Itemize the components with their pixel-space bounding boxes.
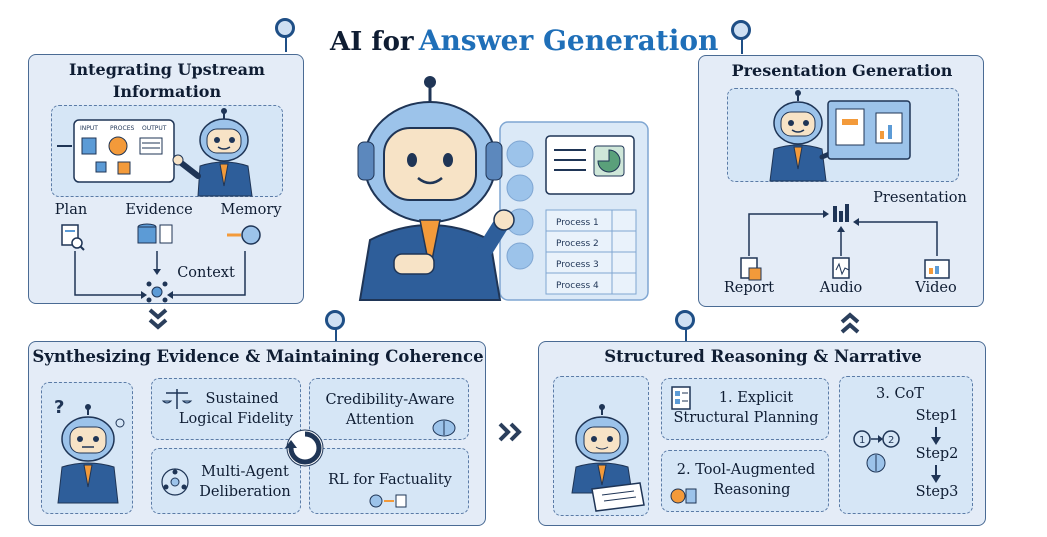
pin-stem <box>285 30 287 52</box>
cycle-icon <box>285 429 324 467</box>
presentation-illustration <box>727 88 959 182</box>
cell-tool-line1: 2. Tool-Augmented <box>676 462 816 478</box>
memory-icon <box>227 225 261 245</box>
title-highlight: Answer Generation <box>418 24 719 57</box>
chevron-up-icon <box>840 312 860 334</box>
input-memory: Memory <box>220 202 282 218</box>
thinking-robot-box: ? <box>41 382 133 514</box>
brain-icon <box>432 419 456 437</box>
process-3: Process 3 <box>556 260 599 270</box>
cot-diagram-left: 1 <box>859 435 865 446</box>
structured-panel: Structured Reasoning & Narrative 1. Expl… <box>538 341 986 526</box>
cot-step1: Step1 <box>915 408 959 424</box>
cell-logical-fidelity-line2: Logical Fidelity <box>178 411 294 427</box>
cell-credibility-line1: Credibility-Aware <box>325 392 455 408</box>
cell-multi-agent-line2: Deliberation <box>199 484 291 500</box>
process-2: Process 2 <box>556 239 599 249</box>
network-icon <box>161 468 189 496</box>
cell-credibility-attention: Credibility-Aware Attention <box>309 378 469 440</box>
cell-structural-line1: 1. Explicit <box>718 390 794 406</box>
thinking-robot-illustration: ? <box>54 397 125 504</box>
presentation-flow <box>740 204 950 281</box>
writing-robot-illustration <box>571 404 645 512</box>
pin-icon <box>731 20 751 40</box>
pin-stem <box>685 322 687 342</box>
input-plan: Plan <box>54 202 88 218</box>
illus-process: PROCES <box>110 125 134 132</box>
cell-logical-fidelity: Sustained Logical Fidelity <box>151 378 301 440</box>
title-prefix: AI for <box>330 27 414 57</box>
upstream-title-line2: Information <box>112 82 222 101</box>
robot-presenting-illustration <box>769 90 911 182</box>
source-report: Report <box>723 280 775 296</box>
center-robot-illustration: Process 1 Process 2 Process 3 Process 4 <box>357 76 649 301</box>
audio-icon <box>832 257 850 279</box>
cot-diagram-right: 2 <box>888 435 894 446</box>
illus-output: OUTPUT <box>142 125 167 132</box>
source-video: Video <box>915 280 957 296</box>
cot-flow: 1 2 <box>853 427 941 483</box>
tools-icon <box>670 488 697 504</box>
pin-icon <box>275 18 295 38</box>
cot-diagram-icon: 1 2 <box>853 430 900 473</box>
cell-multi-agent: Multi-Agent Deliberation <box>151 448 301 514</box>
presentation-panel: Presentation Generation Presentation <box>698 55 984 307</box>
synthesizing-title: Synthesizing Evidence & Maintaining Cohe… <box>32 347 484 366</box>
evidence-icon <box>137 223 173 244</box>
writing-robot-box <box>553 376 649 516</box>
presentation-title: Presentation Generation <box>731 61 953 80</box>
chevron-down-icon <box>148 308 168 330</box>
upstream-title-line1: Integrating Upstream <box>69 60 265 79</box>
dot-icon <box>506 242 534 270</box>
upstream-panel: Integrating Upstream Information INPUT P… <box>28 54 304 304</box>
process-4: Process 4 <box>556 281 599 291</box>
context-icon <box>146 281 168 303</box>
cot-title: 3. CoT <box>876 386 924 402</box>
process-1: Process 1 <box>556 218 599 228</box>
pin-icon <box>675 310 695 330</box>
video-icon <box>924 259 950 279</box>
pin-stem <box>741 32 743 54</box>
pin-stem <box>335 322 337 342</box>
robot-process-illustration: INPUT PROCES OUTPUT <box>57 108 253 197</box>
main-title: AI for Answer Generation <box>330 24 718 64</box>
synthesizing-panel: Synthesizing Evidence & Maintaining Cohe… <box>28 341 486 526</box>
cell-credibility-line2: Attention <box>345 412 415 428</box>
cell-logical-fidelity-line1: Sustained <box>205 391 279 407</box>
scale-icon <box>161 389 193 409</box>
cell-structural-line2: Structural Planning <box>673 410 819 426</box>
cloud-icon <box>506 140 534 168</box>
cell-rl-factuality-line1: RL for Factuality <box>328 472 452 488</box>
cell-tool-augmented: 2. Tool-Augmented Reasoning <box>661 450 829 512</box>
illus-input: INPUT <box>80 125 98 132</box>
upstream-illustration: INPUT PROCES OUTPUT <box>51 105 283 197</box>
presentation-output-label: Presentation <box>873 190 967 206</box>
cot-step2: Step2 <box>915 446 959 462</box>
presentation-icon <box>833 204 849 222</box>
structured-title: Structured Reasoning & Narrative <box>604 347 922 366</box>
pin-icon <box>325 310 345 330</box>
report-icon <box>740 257 762 281</box>
cell-cot: 3. CoT Step1 Step2 Step3 1 2 <box>839 376 973 514</box>
source-audio: Audio <box>819 280 863 296</box>
context-label: Context <box>177 265 235 281</box>
cell-tool-line2: Reasoning <box>713 482 791 498</box>
share-icon <box>506 174 534 202</box>
planning-icon <box>671 386 691 410</box>
robot-to-doc-icon <box>369 494 407 508</box>
upstream-flow <box>61 223 261 303</box>
plan-icon <box>61 224 85 251</box>
cot-step3: Step3 <box>915 484 959 500</box>
cell-rl-factuality: RL for Factuality <box>309 448 469 514</box>
cell-structural-planning: 1. Explicit Structural Planning <box>661 378 829 440</box>
question-mark: ? <box>54 397 64 418</box>
input-evidence: Evidence <box>125 202 193 218</box>
chevron-right-icon <box>498 422 522 442</box>
cell-multi-agent-line1: Multi-Agent <box>201 464 289 480</box>
